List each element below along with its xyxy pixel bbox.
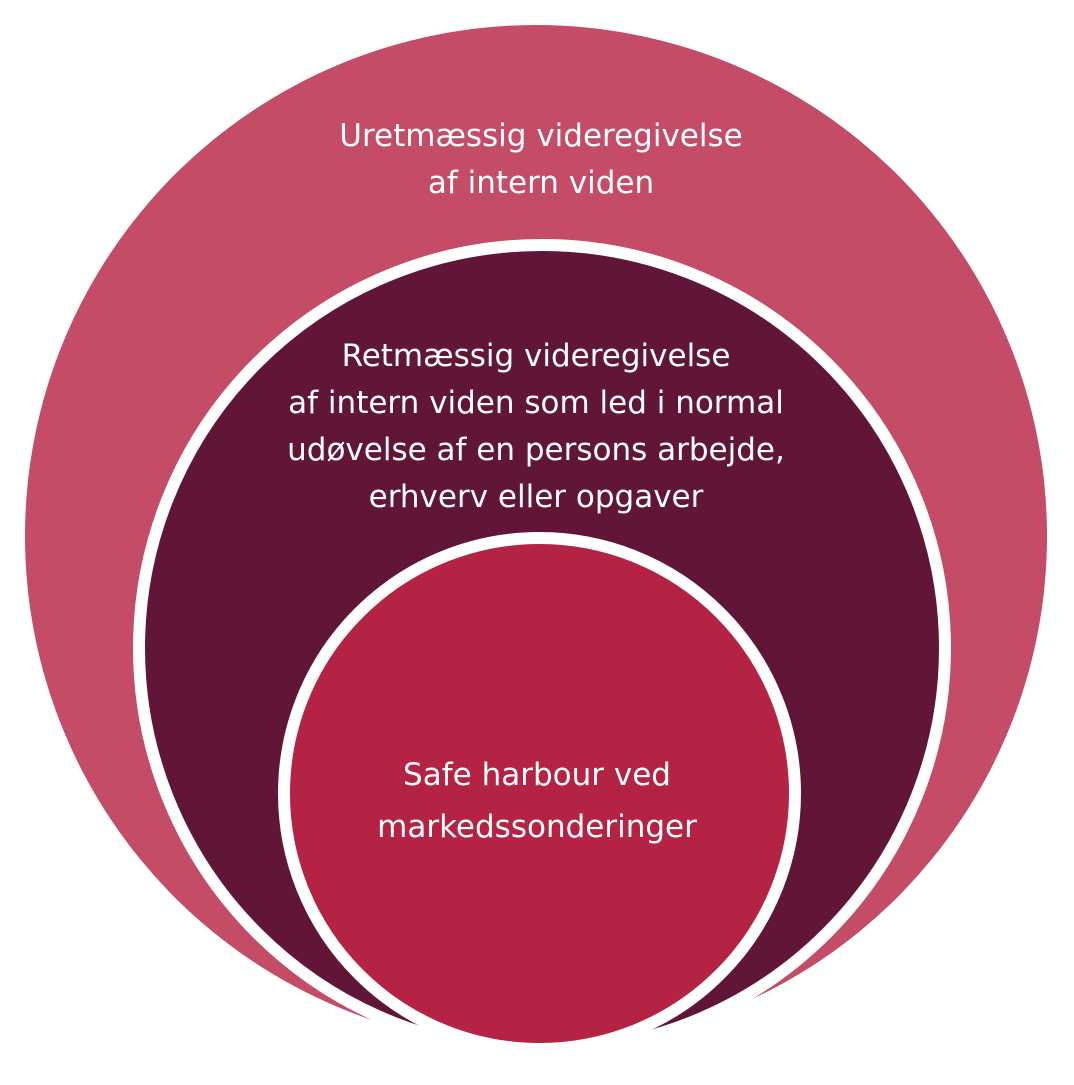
middle-circle-label: Retmæssig videregivelse af intern viden … <box>287 333 785 521</box>
outer-label-line-2: af intern viden <box>427 165 655 201</box>
middle-label-line-2: af intern viden som led i normal <box>288 385 784 421</box>
inner-label-line-1: Safe harbour ved <box>403 757 671 793</box>
inner-circle-label: Safe harbour ved markedssonderinger <box>377 749 697 853</box>
middle-label-line-3: udøvelse af en persons arbejde, <box>287 432 785 468</box>
middle-label-line-4: erhverv eller opgaver <box>368 479 704 515</box>
outer-circle-label: Uretmæssig videregivelse af intern viden <box>339 113 742 207</box>
inner-label-line-2: markedssonderinger <box>377 809 697 845</box>
middle-label-line-1: Retmæssig videregivelse <box>341 338 731 374</box>
outer-label-line-1: Uretmæssig videregivelse <box>339 118 743 154</box>
